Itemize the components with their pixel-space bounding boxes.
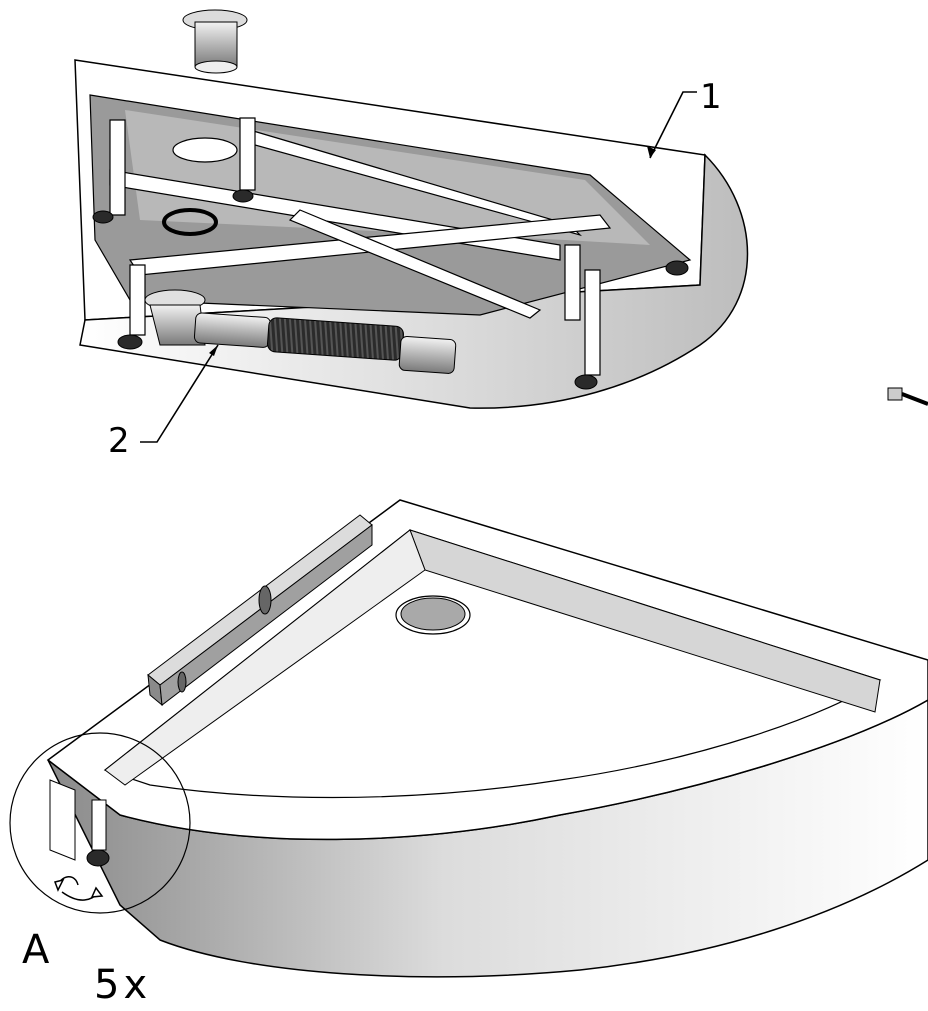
- detail-circle-a: [9, 732, 191, 914]
- foot: [232, 189, 254, 203]
- corner-support: [49, 779, 76, 861]
- spirit-level-icon: [147, 514, 373, 707]
- overflow-ring: [162, 208, 218, 236]
- inverted-tray: [74, 9, 749, 443]
- detail-label-a: A: [22, 927, 50, 973]
- tray-basin: [103, 529, 882, 799]
- tray-inner-wall: [104, 529, 426, 786]
- siphon-hose-assembly: [144, 289, 457, 374]
- upright-tray: [9, 499, 928, 978]
- foot: [665, 260, 689, 276]
- waste-fitting: [182, 9, 248, 74]
- callout-part-1: 1: [700, 77, 722, 117]
- support-frame: [109, 117, 612, 376]
- loose-screw: [887, 387, 928, 406]
- quantity-label: 5x: [94, 962, 152, 1008]
- corner-leg: [91, 799, 107, 851]
- leader-line-1: [649, 91, 697, 159]
- rotate-arrows-icon: [54, 876, 104, 901]
- foot: [117, 334, 143, 350]
- leader-line-2: [140, 344, 219, 443]
- foot: [86, 849, 110, 867]
- foot: [574, 374, 598, 390]
- foot: [92, 210, 114, 224]
- drain-hole: [172, 137, 238, 163]
- callout-part-2: 2: [108, 421, 130, 461]
- adjustable-feet: [92, 189, 689, 390]
